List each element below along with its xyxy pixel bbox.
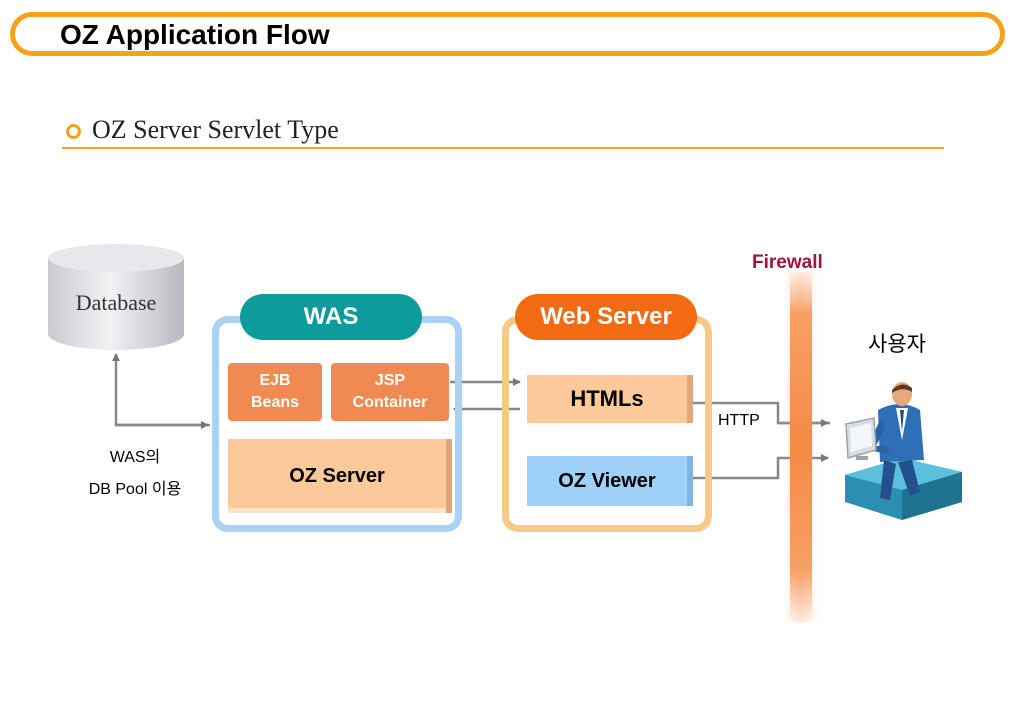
was-to-database-arrow: [112, 353, 210, 427]
title-bar: [10, 12, 1005, 56]
ejb-label-line2: Beans: [250, 394, 300, 411]
oz-viewer-label: OZ Viewer: [558, 469, 656, 492]
web-server-label: Web Server: [515, 294, 697, 340]
htmls-box: HTMLs: [527, 375, 687, 423]
subtitle-divider: [62, 147, 944, 149]
user-at-computer-icon: [845, 382, 962, 520]
page-title: OZ Application Flow: [60, 19, 330, 50]
firewall-label: Firewall: [752, 252, 823, 273]
jsp-container-box: JSP Container: [331, 363, 449, 421]
oz-server-box: OZ Server: [228, 439, 446, 513]
database-icon: [48, 244, 184, 350]
oz-server-label: OZ Server: [289, 464, 385, 487]
http-label: HTTP: [718, 412, 760, 429]
htmls-label: HTMLs: [570, 386, 644, 411]
db-pool-label: WAS의 DB Pool 이용: [70, 442, 200, 506]
user-label: 사용자: [868, 333, 926, 356]
ejb-label-line1: EJB: [259, 372, 291, 389]
section-subtitle: OZ Server Servlet Type: [92, 115, 339, 144]
db-pool-label-line2: DB Pool 이용: [88, 481, 182, 498]
was-label: WAS: [240, 294, 422, 340]
jsp-label-line2: Container: [352, 394, 428, 411]
db-pool-label-line1: WAS의: [109, 449, 161, 466]
oz-viewer-box: OZ Viewer: [527, 456, 687, 506]
bullet-icon: [66, 124, 81, 139]
ejb-beans-box: EJB Beans: [228, 363, 322, 421]
database-label: Database: [75, 290, 157, 315]
firewall-bar: [790, 272, 812, 622]
jsp-label-line1: JSP: [374, 372, 406, 389]
